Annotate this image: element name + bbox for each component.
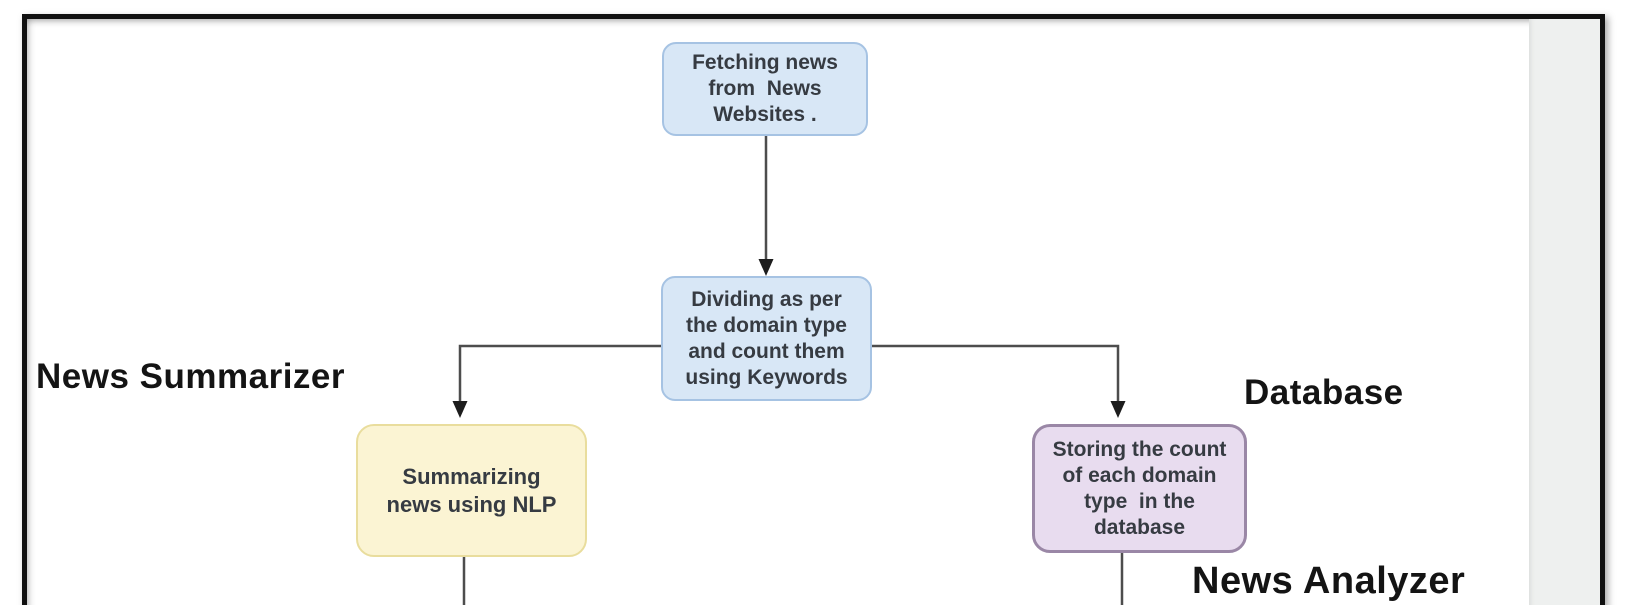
node-dividing-domain-type: Dividing as per the domain type and coun… xyxy=(661,276,872,401)
node-storing-count: Storing the count of each domain type in… xyxy=(1032,424,1247,553)
node-fetching-news: Fetching news from News Websites . xyxy=(662,42,868,136)
section-label-news-summarizer: News Summarizer xyxy=(36,357,346,396)
section-label-database: Database xyxy=(1244,373,1404,412)
section-label-news-analyzer: News Analyzer xyxy=(1192,560,1466,602)
node-summarizing-nlp: Summarizing news using NLP xyxy=(356,424,587,557)
scrollbar-track[interactable] xyxy=(1529,19,1600,605)
